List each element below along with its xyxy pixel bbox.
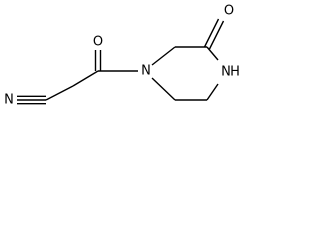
atom-label-nh-n: N <box>221 65 231 80</box>
bond-nitrile-c-ch2 <box>45 85 74 101</box>
nitrile-triple-bond <box>17 95 46 105</box>
piperazinone-ring <box>151 46 219 101</box>
atom-label-ring-n: N <box>141 64 151 79</box>
atom-label-nh-h: H <box>230 65 240 80</box>
bond-ch2-carbonyl-c <box>72 70 99 87</box>
atom-label-amide-o: O <box>93 35 103 50</box>
atom-label-lactam-o: O <box>224 4 234 19</box>
amide-carbonyl-double-bond <box>94 50 102 71</box>
atom-label-nitrile-n: N <box>4 93 14 108</box>
lactam-carbonyl-double-bond <box>203 18 225 50</box>
molecular-structure: N O N O N H <box>4 4 240 108</box>
